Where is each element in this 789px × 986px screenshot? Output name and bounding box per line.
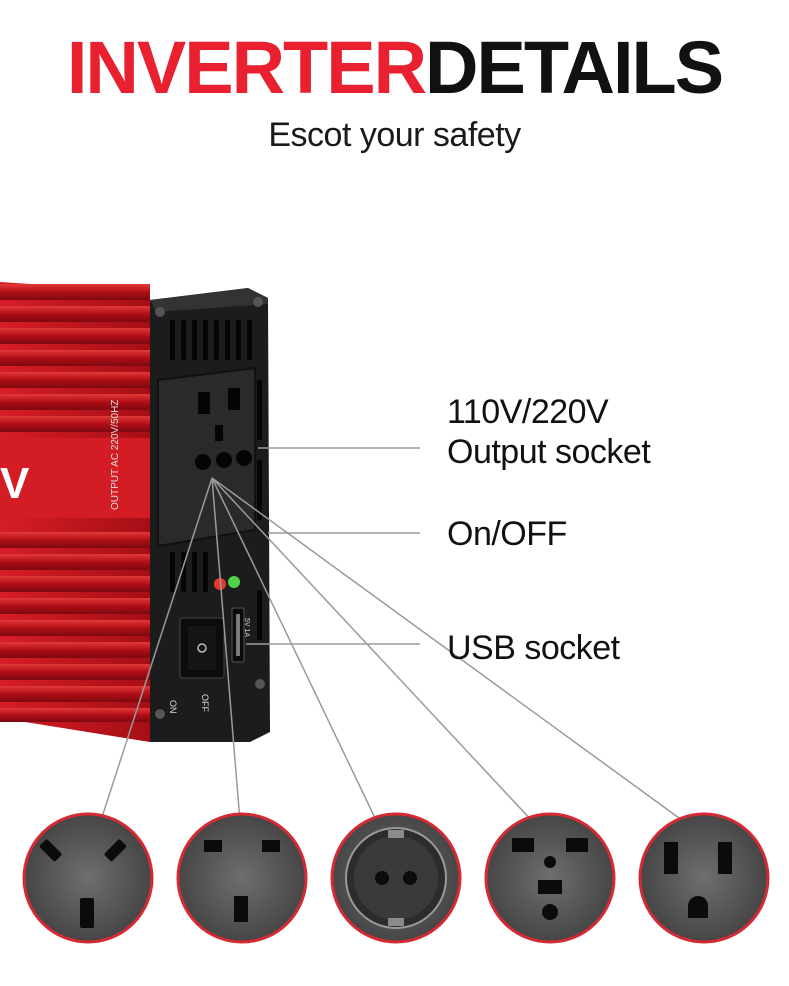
switch-off-print: OFF bbox=[200, 694, 210, 712]
title-black-word: DETAILS bbox=[425, 26, 724, 109]
power-led bbox=[228, 576, 240, 588]
usb-callout: USB socket bbox=[447, 629, 620, 667]
ac-output-socket bbox=[157, 366, 256, 548]
output-callout-text: Output socket bbox=[447, 433, 651, 471]
socket-american-three-pin bbox=[638, 812, 770, 944]
usb-print: 5V 1A bbox=[243, 618, 250, 638]
inverter-body: V bbox=[0, 282, 150, 742]
socket-american-two-pin bbox=[176, 812, 308, 944]
socket-universal bbox=[484, 812, 616, 944]
switch-on-print: ON bbox=[168, 700, 178, 714]
side-print: OUTPUT AC 220V/50HZ bbox=[110, 399, 121, 510]
output-socket-callout: 110V/220V Output socket bbox=[447, 392, 651, 472]
socket-fan-lines bbox=[91, 477, 691, 849]
title-red-word: INVERTER bbox=[66, 26, 427, 109]
output-callout-voltage: 110V/220V bbox=[447, 393, 609, 431]
cooling-fins bbox=[0, 284, 150, 722]
switch-callout: On/OFF bbox=[447, 515, 567, 553]
socket-european bbox=[330, 812, 462, 944]
page-title: INVERTERDETAILS bbox=[0, 28, 789, 108]
socket-australian bbox=[22, 812, 154, 944]
power-switch bbox=[179, 617, 225, 679]
body-print: V bbox=[0, 459, 30, 508]
page-subtitle: Escot your safety bbox=[268, 116, 521, 154]
usb-port bbox=[231, 607, 245, 663]
